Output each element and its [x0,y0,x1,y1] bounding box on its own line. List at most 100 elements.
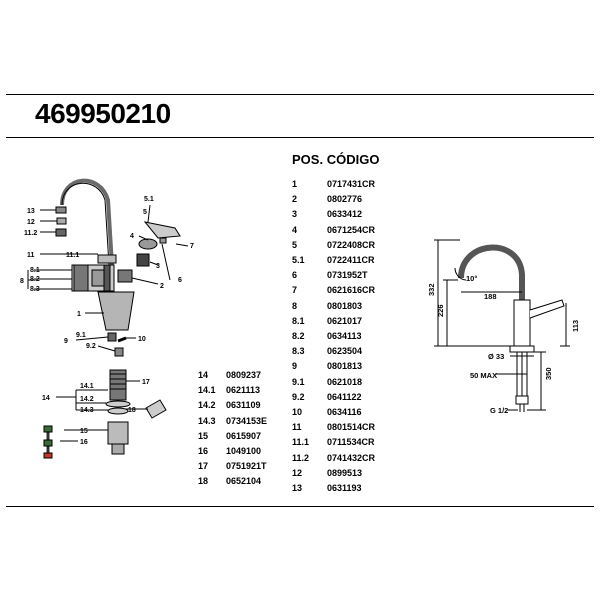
part-position: 14.2 [198,400,216,411]
part-code: 0615907 [226,430,262,441]
part-code: 0717431CR [327,179,376,189]
part-position: 14.3 [198,415,216,426]
part-code: 0801803 [327,300,363,311]
part-code: 0801514CR [327,422,376,433]
dim-350: 350 [544,367,553,380]
part-code: 0801813 [327,361,363,372]
callout-18: 18 [128,407,136,414]
callout-2: 2 [160,283,164,290]
callout-11-1: 11.1 [66,252,79,259]
part-code: 1049100 [226,446,262,456]
part-position: 8.1 [292,315,305,326]
part-position: 3 [292,209,298,220]
callout-8-1: 8.1 [30,267,40,274]
part-position: 8 [292,300,298,311]
part-position: 11.2 [292,452,310,463]
callout-14-3: 14.3 [80,407,94,414]
callout-11-2: 11.2 [24,230,37,237]
callout-3: 3 [156,263,160,270]
callout-8-3: 8.3 [30,286,40,293]
lever-handle [143,221,181,239]
aerator-part [55,206,67,214]
parts-table-header: POS. CÓDIGO [292,152,379,167]
pos-header-label: POS. [292,152,324,167]
part-code: 0751921T [226,461,267,472]
part-position: 5.1 [292,255,305,265]
faucet-body [97,291,135,331]
part-code: 0652104 [226,476,262,487]
callout-9-2: 9.2 [86,343,96,350]
callout-6: 6 [178,277,182,284]
part-position: 16 [198,446,209,456]
part-position: 11.1 [292,437,310,448]
part-code: 0731952T [327,270,368,281]
part-code: 0621616CR [327,285,376,296]
part-code: 0634116 [327,407,362,417]
callout-10: 10 [138,336,146,343]
part-position: 9.2 [292,391,305,402]
part-code: 0734153E [226,415,268,426]
part-code: 0741432CR [327,452,376,463]
dim-188: 188 [484,292,497,301]
part-code: 0711534CR [327,437,375,448]
part-code: 0621017 [327,315,363,326]
dim-226: 226 [436,304,445,317]
part-position: 15 [198,430,209,441]
part-position: 1 [292,179,298,189]
threaded-rod [109,369,127,401]
part-position: 14.1 [198,385,216,396]
part-code: 0631109 [226,400,261,411]
dim-332: 332 [427,283,436,296]
callout-14-1: 14.1 [80,383,94,390]
part-position: 10 [292,407,303,417]
part-position: 9.1 [292,376,305,387]
drawing-frame [6,94,594,507]
callout-16: 16 [80,439,88,446]
callout-12: 12 [27,219,35,226]
callout-14-2: 14.2 [80,396,94,403]
part-position: 9 [292,361,298,372]
part-code: 0809237 [226,370,262,380]
dim-50-max: 50 MAX [470,371,497,380]
callout-13: 13 [27,208,35,215]
callout-8: 8 [20,278,24,285]
callout-4: 4 [130,233,134,240]
callout-1: 1 [77,311,81,318]
part-position: 5 [292,239,298,250]
callout-7: 7 [190,243,194,250]
callout-15: 15 [80,428,88,435]
part-code: 0641122 [327,391,362,402]
part-position: 18 [198,476,209,487]
part-code: 0722408CR [327,239,376,250]
part-position: 4 [292,224,298,235]
part-code: 0671254CR [327,224,376,235]
code-header-label: CÓDIGO [326,152,380,167]
callout-5: 5 [143,209,147,216]
part-code: 0631193 [327,483,362,493]
part-code: 0899513 [327,467,363,478]
part-position: 2 [292,194,298,205]
header-divider [6,137,594,138]
dim-diameter-33: Ø 33 [488,352,504,361]
callout-11: 11 [27,252,35,259]
part-code: 0623504 [327,346,363,357]
dim-113: 113 [571,320,580,332]
callout-5-1: 5.1 [144,196,154,203]
part-position: 8.3 [292,346,305,357]
part-position: 13 [292,483,303,493]
document-title: 469950210 [35,98,171,129]
callout-9: 9 [64,338,68,345]
part-code: 0722411CR [327,255,375,265]
part-code: 0621113 [226,385,261,396]
part-position: 8.2 [292,331,305,341]
callout-14: 14 [42,395,50,402]
part-code: 0634113 [327,331,362,341]
dim-10-degrees: 10° [466,274,477,283]
part-code: 0621018 [327,376,363,387]
dimension-spout-outline [458,244,525,345]
part-position: 17 [198,461,209,472]
dim-g-1-2: G 1/2 [490,406,508,415]
part-position: 11 [292,422,302,433]
part-position: 6 [292,270,298,281]
